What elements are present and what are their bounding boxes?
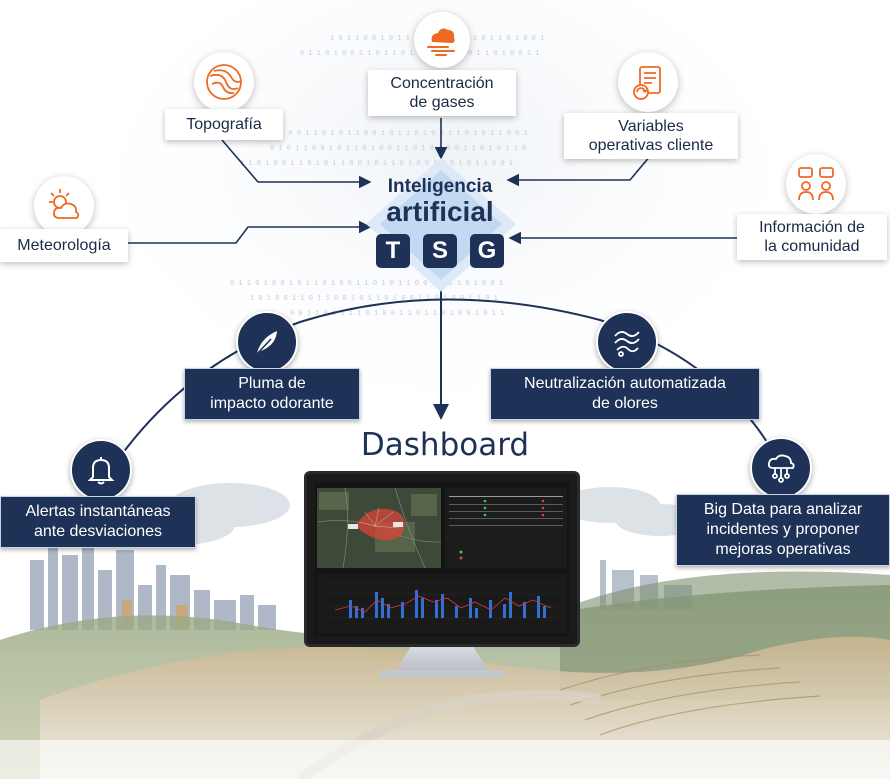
dashboard-title: Dashboard	[360, 427, 530, 463]
svg-text:1 1 0 1 0 0 1 1 0 1 0 1 1 0 0: 1 1 0 1 0 0 1 1 0 1 0 1 1 0 0 1 0 1 1 0 …	[240, 160, 513, 168]
label-bigdata-line1: Big Data para analizar	[703, 501, 863, 518]
label-pluma-line2: impacto odorante	[210, 395, 334, 412]
dashboard-preview	[315, 482, 569, 636]
input-gases: Concentración de gases	[368, 70, 516, 116]
output-neutralizacion: Neutralización automatizada de olores	[490, 368, 760, 420]
input-meteorologia: Meteorología	[0, 229, 128, 262]
svg-text:1 0 0 1 1 0 1 0 1 1 0 0 1 0 1: 1 0 0 1 1 0 1 0 1 1 0 0 1 0 1 1 0 1 0 0 …	[280, 130, 528, 138]
arrow-topografia	[221, 139, 372, 189]
dashboard-screen	[315, 482, 569, 636]
svg-text:1 0 1 0 0 1 1 0 1 1 0 0 1 0 1: 1 0 1 0 0 1 1 0 1 1 0 0 1 0 1 1 0 1 0 0 …	[250, 295, 498, 303]
label-bigdata-line3: mejoras operativas	[715, 541, 851, 558]
label-pluma-line1: Pluma de	[238, 375, 306, 392]
tsg-letter-t: T	[376, 234, 410, 268]
bell-icon	[70, 439, 132, 501]
label-meteorologia: Meteorología	[17, 237, 111, 254]
svg-text:0 1 0 1 1 0 0 1 0 1 1 0 1 0 0: 0 1 0 1 1 0 0 1 0 1 1 0 1 0 0 1 1 0 1 0 …	[270, 145, 526, 153]
input-comunidad: Información de la comunidad	[737, 214, 887, 260]
cloud-network-icon	[750, 437, 812, 499]
ai-line-2: artificial	[386, 196, 494, 227]
document-cycle-icon	[618, 52, 678, 112]
ai-line-1: Inteligencia	[387, 176, 493, 197]
output-bigdata: Big Data para analizar incidentes y prop…	[676, 494, 890, 566]
label-alertas-line2: ante desviaciones	[33, 523, 163, 540]
smoke-swirl-icon	[596, 311, 658, 373]
sun-cloud-icon	[34, 176, 94, 236]
label-topografia: Topografía	[186, 116, 262, 133]
monitor-base	[380, 670, 504, 678]
input-topografia: Topografía	[165, 109, 283, 140]
ai-core: Inteligencia artificial T S G	[370, 170, 510, 290]
label-neutral-line2: de olores	[592, 395, 658, 412]
arrow-variables	[506, 154, 652, 187]
arrow-meteorologia	[128, 220, 372, 244]
input-variables: Variables operativas cliente	[564, 113, 738, 159]
label-bigdata-line2: incidentes y proponer	[706, 521, 860, 538]
monitor	[304, 471, 580, 647]
svg-text:0 1 1 0 1 0 0 1 0 1 1 0 1 0 0: 0 1 1 0 1 0 0 1 0 1 1 0 1 0 0 1 1 0 1 0 …	[230, 280, 503, 288]
label-neutral-line1: Neutralización automatizada	[524, 375, 726, 392]
label-alertas-line1: Alertas instantáneas	[25, 503, 171, 520]
label-gases-line2: de gases	[409, 94, 475, 111]
feather-icon	[236, 311, 298, 373]
community-icon	[786, 154, 846, 214]
topography-icon	[194, 52, 254, 112]
output-pluma: Pluma de impacto odorante	[184, 368, 360, 420]
label-comunidad-line2: la comunidad	[764, 238, 860, 255]
cloud-wind-icon	[414, 12, 470, 68]
label-variables-line2: operativas cliente	[588, 137, 714, 154]
label-gases-line1: Concentración	[390, 75, 494, 92]
tsg-letter-g: G	[470, 234, 504, 268]
svg-text:0 0 1 1 0 1 0 1 1 0 1 0 0 1 1: 0 0 1 1 0 1 0 1 1 0 1 0 0 1 1 0 1 1 0 1 …	[290, 310, 504, 318]
tsg-letter-s: S	[423, 234, 457, 268]
label-comunidad-line1: Información de	[759, 219, 865, 236]
output-alertas: Alertas instantáneas ante desviaciones	[0, 496, 196, 548]
label-variables-line1: Variables	[618, 118, 684, 135]
